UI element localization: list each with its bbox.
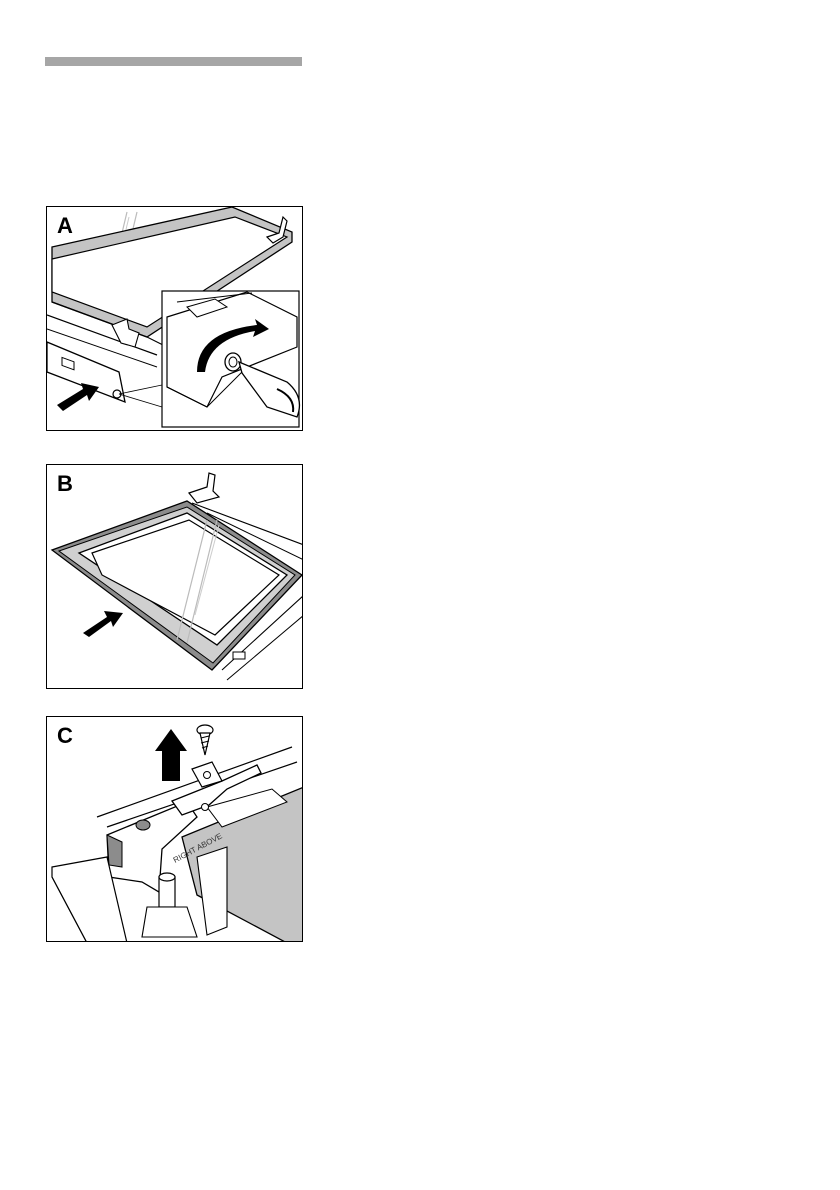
- figure-a-panel: A: [46, 206, 303, 431]
- figure-b-illustration: [47, 465, 303, 689]
- figure-b-panel: B: [46, 464, 303, 689]
- figure-label: C: [57, 723, 73, 749]
- figure-label: B: [57, 471, 73, 497]
- section-divider-bar: [45, 57, 302, 66]
- figure-a-illustration: [47, 207, 303, 431]
- figure-c-panel: C RIGHT ABOVE: [46, 716, 303, 942]
- figure-c-illustration: RIGHT ABOVE: [47, 717, 303, 942]
- figure-label: A: [57, 213, 73, 239]
